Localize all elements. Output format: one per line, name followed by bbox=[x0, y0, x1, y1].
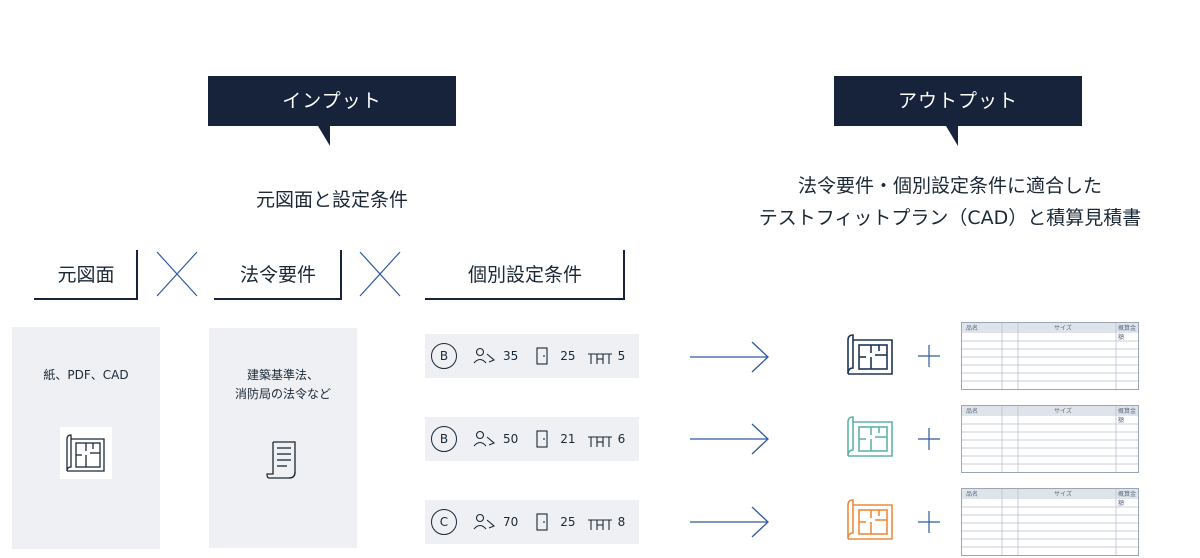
input-bubble: インプット bbox=[208, 76, 456, 146]
factor-legal: 法令要件 bbox=[214, 250, 342, 300]
condition-row-3: C 70 25 8 bbox=[425, 500, 639, 544]
door-icon bbox=[536, 347, 548, 365]
output-plan-icon-1 bbox=[847, 334, 893, 375]
output-bubble-label: アウトプット bbox=[897, 90, 1018, 112]
document-scroll-icon bbox=[263, 438, 303, 486]
sheet-header-name: 品名 bbox=[966, 491, 979, 498]
condition-row-2: B 50 21 6 bbox=[425, 417, 639, 461]
input-heading: 元図面と設定条件 bbox=[255, 189, 408, 211]
persons-count: 70 bbox=[503, 515, 519, 529]
person-icon bbox=[473, 347, 496, 364]
estimate-sheet-3: 品名 サイズ 概算金額 bbox=[961, 488, 1139, 556]
legal-card-text: 建築基準法、 消防局の法令など bbox=[209, 366, 357, 404]
floor-plan-icon bbox=[60, 427, 112, 479]
persons-count: 35 bbox=[503, 349, 519, 363]
grade-badge: B bbox=[431, 426, 457, 452]
doors-count: 21 bbox=[560, 432, 576, 446]
seats-count: 6 bbox=[617, 432, 626, 446]
estimate-sheet-2: 品名 サイズ 概算金額 bbox=[961, 405, 1139, 473]
input-bubble-label: インプット bbox=[282, 90, 382, 112]
estimate-sheet-1: 品名 サイズ 概算金額 bbox=[961, 322, 1139, 390]
output-heading-line-1: 法令要件・個別設定条件に適合した bbox=[797, 175, 1102, 197]
legal-card-line-2: 消防局の法令など bbox=[234, 387, 331, 401]
seats-count: 8 bbox=[617, 515, 626, 529]
plus-icon bbox=[918, 511, 940, 533]
arrow-right-icon bbox=[690, 423, 769, 455]
grade-badge: C bbox=[431, 509, 457, 535]
grade-badge: B bbox=[431, 343, 457, 369]
multiply-icon-2 bbox=[359, 251, 401, 297]
output-bubble: アウトプット bbox=[834, 76, 1082, 146]
factor-drawing: 元図面 bbox=[34, 250, 138, 300]
legal-card: 建築基準法、 消防局の法令など bbox=[209, 328, 357, 548]
estimate-sheet-lines bbox=[962, 323, 1138, 389]
plus-icon bbox=[918, 428, 940, 450]
arrow-right-icon bbox=[690, 506, 769, 538]
plus-icon bbox=[918, 345, 940, 367]
person-icon bbox=[473, 430, 496, 447]
condition-row-1: B 35 25 5 bbox=[425, 334, 639, 378]
legal-card-line-1: 建築基準法、 bbox=[246, 368, 319, 382]
drawing-card-text: 紙、PDF、CAD bbox=[43, 368, 129, 382]
doors-count: 25 bbox=[560, 349, 576, 363]
door-icon bbox=[536, 430, 548, 448]
doors-count: 25 bbox=[560, 515, 576, 529]
output-plan-icon-2 bbox=[847, 416, 893, 457]
sheet-header-size: サイズ bbox=[1054, 408, 1072, 415]
factor-drawing-label: 元図面 bbox=[57, 264, 115, 286]
table-seat-icon bbox=[587, 353, 612, 364]
factor-custom-label: 個別設定条件 bbox=[467, 264, 582, 286]
output-heading: 法令要件・個別設定条件に適合した テストフィットプラン（CAD）と積算見積書 bbox=[700, 170, 1200, 234]
sheet-header-price: 概算金額 bbox=[1118, 491, 1137, 507]
output-heading-line-2: テストフィットプラン（CAD）と積算見積書 bbox=[758, 207, 1142, 229]
persons-count: 50 bbox=[503, 432, 519, 446]
arrow-right-icon bbox=[690, 341, 769, 373]
person-icon bbox=[473, 513, 496, 530]
sheet-header-size: サイズ bbox=[1054, 491, 1072, 498]
multiply-icon-1 bbox=[156, 251, 198, 297]
drawing-card: 紙、PDF、CAD bbox=[12, 327, 160, 549]
sheet-header-size: サイズ bbox=[1054, 325, 1072, 332]
seats-count: 5 bbox=[617, 349, 626, 363]
estimate-sheet-lines bbox=[962, 406, 1138, 472]
sheet-header-name: 品名 bbox=[966, 325, 979, 332]
sheet-header-price: 概算金額 bbox=[1118, 325, 1137, 341]
output-plan-icon-3 bbox=[847, 499, 893, 540]
factor-legal-label: 法令要件 bbox=[239, 264, 316, 286]
factor-custom: 個別設定条件 bbox=[425, 250, 625, 300]
table-seat-icon bbox=[587, 436, 612, 447]
sheet-header-price: 概算金額 bbox=[1118, 408, 1137, 424]
sheet-header-name: 品名 bbox=[966, 408, 979, 415]
estimate-sheet-lines bbox=[962, 489, 1138, 555]
table-seat-icon bbox=[587, 519, 612, 530]
door-icon bbox=[536, 513, 548, 531]
